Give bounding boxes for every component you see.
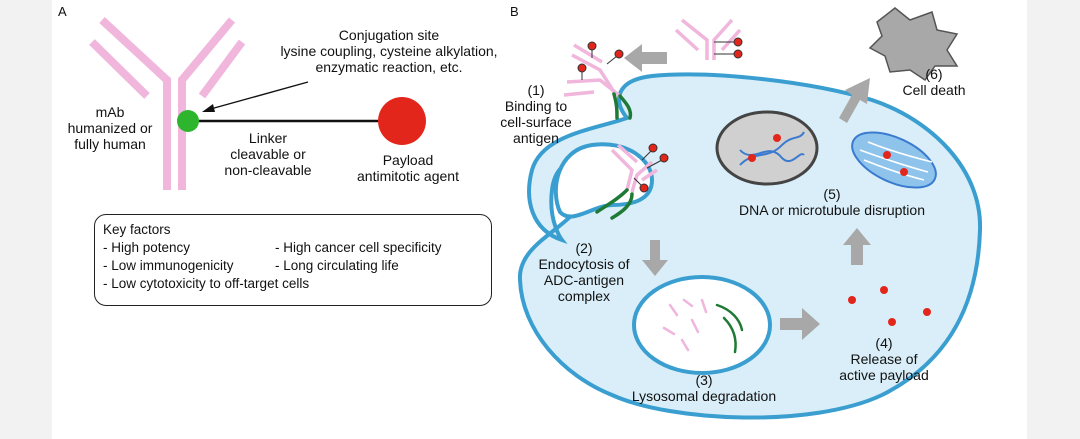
panel-b-letter: B [510, 4, 519, 19]
adc-bound [563, 43, 622, 98]
mab-detail-1: humanized or [67, 120, 153, 136]
step-5-line-1: DNA or microtubule disruption [739, 202, 925, 218]
step-4-label: (4) Release of active payload [839, 335, 929, 383]
step-6-number: (6) [925, 66, 943, 82]
lysosome [632, 275, 772, 375]
step-2-line-2: ADC-antigen [543, 272, 625, 288]
step-3-line-1: Lysosomal degradation [631, 388, 777, 404]
key-factor-5: - Low cytotoxicity to off-target cells [103, 276, 310, 291]
conjugation-site-dot [177, 110, 199, 132]
key-factor-1: - High potency [103, 240, 191, 255]
antibody-large [89, 17, 246, 190]
payload-label: Payload antimitotic agent [357, 152, 459, 184]
step-5-label: (5) DNA or microtubule disruption [739, 186, 925, 218]
arrow-to-release [780, 308, 820, 340]
step-5-number: (5) [823, 186, 841, 202]
step-1-number: (1) [527, 82, 545, 98]
step-3-label: (3) Lysosomal degradation [632, 372, 776, 404]
linker-title: Linker [248, 130, 288, 146]
antigen-endocytosed [595, 188, 634, 220]
lysosome-antigen-fragments [715, 303, 744, 354]
step-2-line-1: Endocytosis of [538, 256, 630, 272]
mab-detail-2: fully human [74, 136, 146, 152]
conjugation-site-label: Conjugation site lysine coupling, cystei… [280, 27, 497, 75]
arrow-to-lysosome [642, 240, 668, 276]
linker-label: Linker cleavable or non-cleavable [224, 130, 311, 178]
mab-title: mAb [95, 104, 125, 120]
payload-detail: antimitotic agent [357, 168, 459, 184]
microtubule-organelle [851, 131, 937, 189]
step-2-line-3: complex [557, 288, 611, 304]
conjugation-site-detail-2: enzymatic reaction, etc. [315, 59, 463, 75]
adc-free-payloads [714, 37, 743, 59]
step-1-line-2: cell-surface [500, 114, 572, 130]
lysosome-fragments [662, 298, 708, 352]
step-2-label: (2) Endocytosis of ADC-antigen complex [538, 240, 629, 304]
panel-a-letter: A [58, 4, 67, 19]
step-3-number: (3) [695, 372, 713, 388]
step-6-line-1: Cell death [902, 82, 966, 98]
mab-label: mAb humanized or fully human [68, 104, 153, 152]
key-factor-3: - Low immunogenicity [103, 258, 234, 273]
step-1-line-3: antigen [513, 130, 559, 146]
step-4-number: (4) [875, 335, 893, 351]
linker-detail-2: non-cleavable [224, 162, 312, 178]
key-factors-title: Key factors [103, 222, 171, 237]
adc-free [674, 18, 742, 60]
nucleus [715, 110, 819, 186]
figure-graphics [89, 7, 983, 420]
step-6-label: (6) Cell death [902, 66, 965, 98]
released-payloads [848, 286, 931, 326]
arrow-to-binding [624, 44, 667, 72]
step-2-number: (2) [575, 240, 593, 256]
arrow-to-cell-death [839, 78, 870, 123]
payload-title: Payload [382, 152, 434, 168]
payload-circle [378, 97, 426, 145]
antigen-surface [612, 92, 633, 120]
conjugation-site-detail-1: lysine coupling, cysteine alkylation, [280, 43, 498, 59]
step-1-line-1: Binding to [504, 98, 568, 114]
key-factors-box: Key factors - High potency - High cancer… [94, 214, 492, 306]
key-factor-4: - Long circulating life [275, 258, 399, 273]
nucleus-payloads [748, 134, 781, 162]
adc-bound-payloads [577, 41, 624, 80]
linker-detail-1: cleavable or [230, 146, 306, 162]
adc-endocytosed-payloads [633, 143, 669, 193]
step-4-line-2: active payload [839, 367, 929, 383]
arrow-to-disruption [843, 228, 871, 265]
adc-endocytosed [610, 143, 658, 193]
figure: A Conjugation site lysine coupling, cyst… [52, 0, 1027, 439]
step-1-label: (1) Binding to cell-surface antigen [500, 82, 572, 146]
dead-cell-shape [868, 7, 959, 82]
conjugation-pointer-arrow [202, 81, 309, 112]
conjugation-site-title: Conjugation site [338, 27, 440, 43]
key-factor-2: - High cancer cell specificity [275, 240, 442, 255]
step-4-line-1: Release of [850, 351, 918, 367]
